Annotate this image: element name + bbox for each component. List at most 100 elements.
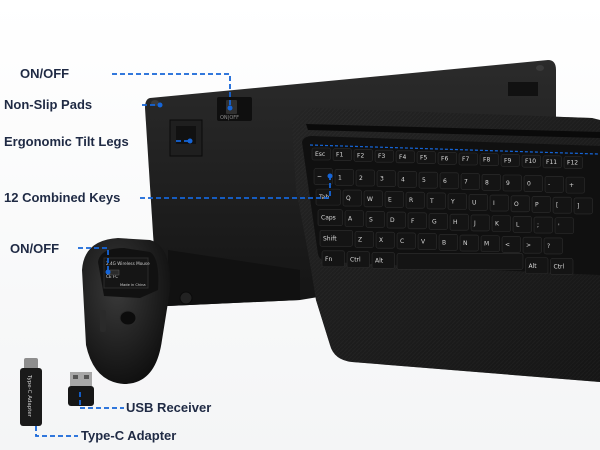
key-label: ~ [317, 174, 322, 181]
key-label: O [514, 201, 519, 208]
key-label: Fn [325, 256, 332, 263]
key [542, 155, 562, 169]
mouse-label-text: 2.4G Wireless Mouse [106, 261, 150, 266]
key [533, 216, 553, 234]
key [437, 151, 457, 165]
key-label: B [442, 239, 446, 246]
key-label: Esc [315, 151, 325, 158]
key-label: A [348, 216, 353, 223]
key [459, 234, 479, 252]
key-label: E [388, 196, 392, 203]
key [428, 213, 448, 230]
key [342, 189, 362, 207]
callout-non-slip-pads: Non-Slip Pads [4, 97, 93, 112]
key-label: Caps [321, 215, 336, 222]
key-label: > [526, 242, 531, 249]
switch-label: ON|OFF [220, 115, 239, 121]
key-label: Y [450, 199, 455, 206]
callout-on-off-keyboard: ON/OFF [20, 66, 70, 81]
key-label: [ [556, 202, 558, 209]
key [317, 209, 343, 227]
key [375, 231, 395, 249]
key-label: V [421, 239, 426, 246]
key-label: G [432, 218, 437, 225]
key-label: 3 [380, 176, 384, 183]
key [438, 234, 458, 251]
key [405, 191, 425, 209]
key [521, 154, 541, 168]
key-label: < [505, 241, 510, 248]
type-c-adapter: Type-C Adapter [20, 358, 42, 426]
key-label: 0 [527, 181, 531, 188]
key [491, 215, 511, 232]
key [332, 148, 352, 162]
key [481, 173, 501, 191]
key [480, 235, 500, 253]
key-label: Ctrl [350, 257, 361, 264]
key-label: 4 [401, 176, 405, 183]
key-label: M [484, 241, 489, 248]
key-label: F3 [378, 153, 385, 160]
key-label: F5 [420, 155, 427, 162]
key [510, 195, 530, 213]
key [544, 176, 564, 193]
key [321, 250, 345, 268]
key [501, 236, 521, 253]
key-label: C [400, 238, 404, 245]
mouse-made-in-text: Made in China [120, 283, 146, 287]
key [460, 173, 480, 190]
key [353, 149, 373, 162]
key [500, 154, 520, 167]
key [371, 252, 395, 269]
key-label: Alt [375, 258, 384, 265]
key-label: F [411, 218, 415, 225]
key-label: Alt [529, 263, 538, 270]
key [531, 196, 551, 213]
key-label: U [472, 199, 476, 206]
key-label: F9 [504, 157, 511, 164]
key-label: F2 [357, 152, 364, 159]
key-label: + [569, 182, 574, 189]
key-label: Tab [318, 194, 329, 201]
key [523, 175, 543, 193]
key [396, 232, 416, 250]
key-label: ] [577, 203, 579, 210]
key-label: 8 [485, 179, 489, 186]
mouse-sensor [119, 310, 137, 326]
key-label: F1 [336, 152, 343, 159]
key-label: F12 [567, 160, 578, 167]
adapter-label: Type-C Adapter [26, 374, 32, 418]
key-label: F11 [546, 159, 557, 166]
key [313, 168, 333, 185]
key-label: 6 [443, 178, 447, 185]
key [397, 171, 417, 188]
key [573, 197, 593, 215]
key-label: F6 [441, 155, 448, 162]
key-label: R [409, 197, 413, 204]
key [363, 190, 383, 208]
key [376, 170, 396, 188]
key-label: Z [358, 236, 362, 243]
key [552, 196, 572, 214]
on-off-keyboard-line [112, 73, 231, 108]
type-c-adapter-line [35, 426, 78, 437]
key-label: 2 [359, 175, 363, 182]
key-label: P [535, 201, 539, 208]
key [395, 150, 415, 164]
key [334, 168, 354, 186]
key [426, 192, 446, 210]
key [470, 214, 490, 232]
key-label: ? [547, 243, 550, 250]
key [565, 176, 585, 194]
key [502, 174, 522, 192]
key [468, 194, 488, 211]
wireless-mouse: 2.4G Wireless Mouse CE FC Made in China [82, 238, 171, 384]
callout-type-c-adapter: Type-C Adapter [81, 428, 177, 443]
key [418, 171, 438, 189]
key [522, 236, 542, 254]
key [512, 216, 532, 233]
key-label: Shift [323, 235, 337, 242]
